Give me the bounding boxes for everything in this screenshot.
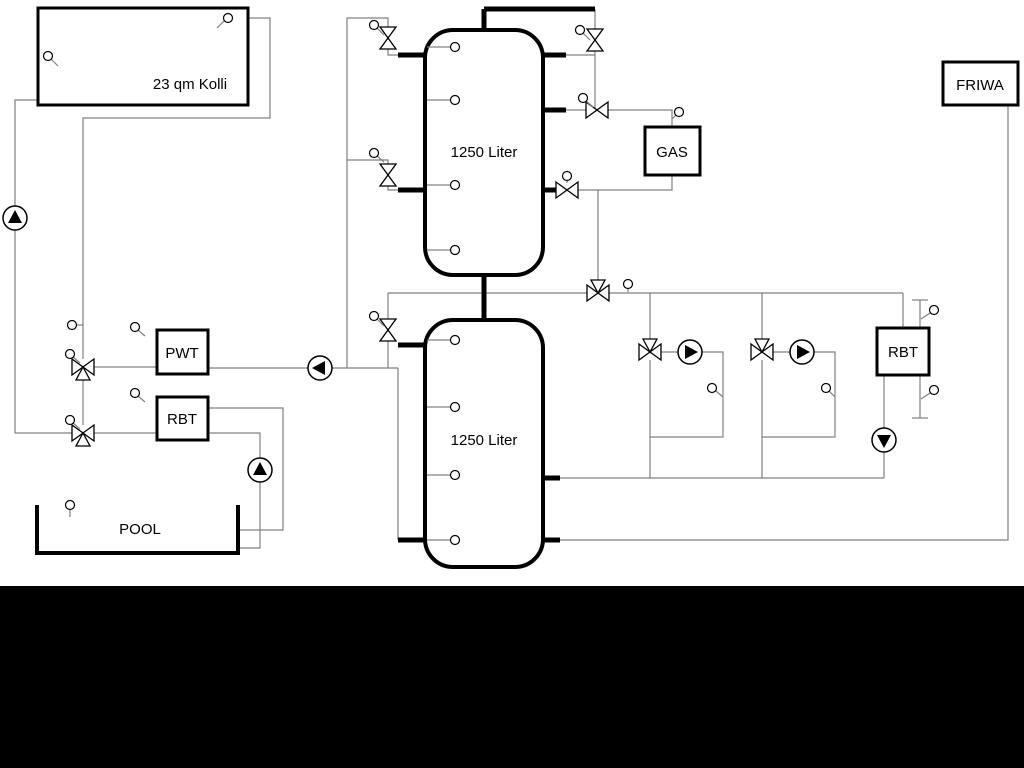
temp-sensor-icon — [449, 41, 461, 53]
temp-sensor-icon — [449, 179, 461, 191]
pool-basin — [35, 505, 240, 555]
buffer-tank-lower — [423, 318, 545, 569]
valve-gas-return-icon — [555, 181, 579, 199]
temp-sensor-icon — [820, 382, 832, 394]
rbt-left-label: RBT — [167, 411, 197, 428]
collector-label: 23 qm Kolli — [153, 76, 227, 93]
temp-sensor-icon — [449, 334, 461, 346]
temp-sensor-icon — [42, 50, 54, 62]
valve-tank1-top-left-icon — [379, 26, 397, 50]
bottom-black-area — [0, 586, 1024, 768]
pump-collector-icon — [2, 205, 28, 231]
pump-pool-icon — [247, 457, 273, 483]
thin-pipes — [14, 9, 1009, 549]
buffer-tank-upper — [423, 28, 545, 277]
pool-label: POOL — [119, 521, 161, 538]
temp-sensor-icon — [368, 19, 380, 31]
diagram-canvas: 23 qm Kolli 1250 Liter 1250 Liter GAS FR… — [0, 0, 1024, 586]
temp-sensor-icon — [622, 278, 634, 290]
temp-sensor-icon — [706, 382, 718, 394]
pump-pwt-icon — [307, 355, 333, 381]
pump-circuit1-icon — [677, 339, 703, 365]
rbt-right-label: RBT — [888, 344, 918, 361]
temp-sensor-icon — [64, 499, 76, 511]
temp-sensor-icon — [449, 534, 461, 546]
temp-sensor-icon — [66, 319, 78, 331]
temp-sensor-icon — [64, 414, 76, 426]
temp-sensor-icon — [928, 384, 940, 396]
temp-sensor-icon — [449, 244, 461, 256]
tank-upper-label: 1250 Liter — [451, 144, 518, 161]
solar-collector-box — [36, 6, 250, 107]
sensor-stems — [50, 20, 931, 541]
temp-sensor-icon — [449, 469, 461, 481]
mixing-valve-circuit2-icon — [750, 338, 774, 361]
temp-sensor-icon — [368, 147, 380, 159]
pwt-heat-exchanger-box — [155, 328, 210, 376]
mixing-valve-circuit1-icon — [638, 338, 662, 361]
thick-pipes — [398, 6, 595, 543]
temp-sensor-icon — [561, 170, 573, 182]
three-way-valve-pwt-icon — [71, 358, 95, 381]
friwa-station-box — [941, 60, 1020, 107]
mixing-valve-main-icon — [586, 279, 610, 302]
temp-sensor-icon — [129, 321, 141, 333]
temp-sensor-icon — [64, 348, 76, 360]
tank-lower-label: 1250 Liter — [451, 432, 518, 449]
valve-tank2-left-icon — [379, 318, 397, 342]
three-way-valve-rbt-icon — [71, 424, 95, 447]
temp-sensor-icon — [574, 24, 586, 36]
valve-tank1-mid-left-icon — [379, 163, 397, 187]
temp-sensor-icon — [449, 401, 461, 413]
rbt-right-heat-exchanger-box — [875, 326, 931, 377]
temp-sensor-icon — [673, 106, 685, 118]
temp-sensor-icon — [368, 310, 380, 322]
gas-label: GAS — [656, 144, 688, 161]
pump-circuit2-icon — [789, 339, 815, 365]
hydraulic-diagram: 23 qm Kolli 1250 Liter 1250 Liter GAS FR… — [2, 6, 1020, 569]
temp-sensor-icon — [222, 12, 234, 24]
temp-sensor-icon — [449, 94, 461, 106]
friwa-label: FRIWA — [956, 77, 1004, 94]
temp-sensor-icon — [577, 92, 589, 104]
gas-boiler-box — [643, 125, 702, 177]
temp-sensor-icon — [129, 387, 141, 399]
temp-sensor-icon — [928, 304, 940, 316]
pump-rbt-icon — [871, 427, 897, 453]
rbt-left-heat-exchanger-box — [155, 395, 210, 442]
pwt-label: PWT — [165, 345, 198, 362]
